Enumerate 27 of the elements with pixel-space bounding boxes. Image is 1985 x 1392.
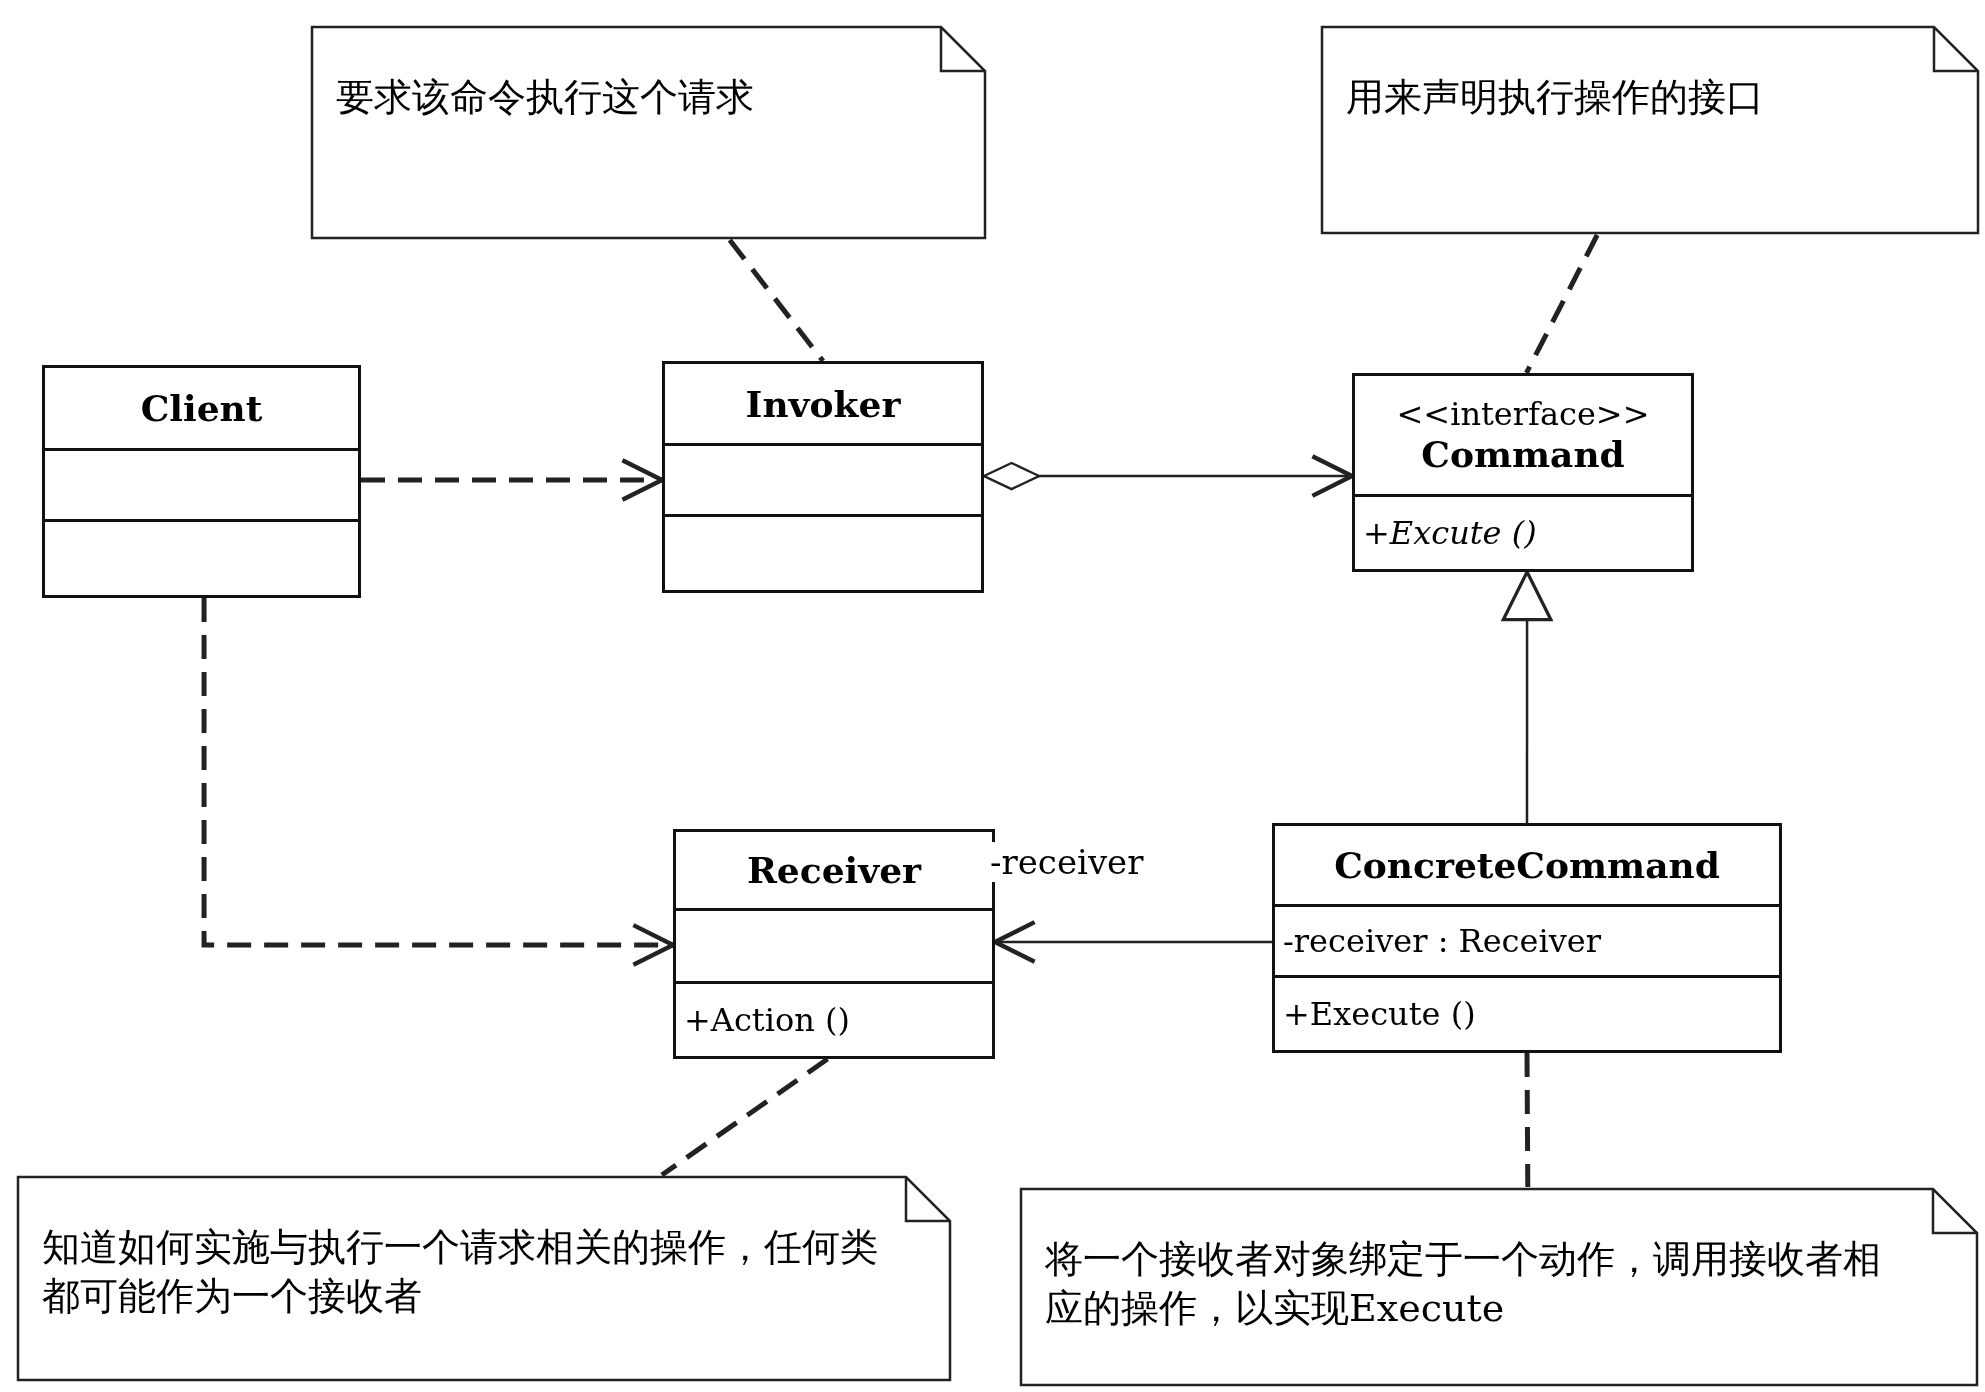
attribute-text: -receiver : Receiver — [1283, 922, 1601, 961]
class-box — [1352, 373, 1694, 572]
class-name: Invoker — [745, 382, 901, 425]
note-text: 知道如何实施与执行一个请求相关的操作，任何类都可能作为一个接收者 — [42, 1224, 879, 1321]
note-box — [1019, 1187, 1979, 1387]
stereotype-label: <<interface>> — [1396, 394, 1650, 433]
arrow — [1501, 570, 1553, 823]
note-text: 用来声明执行操作的接口 — [1346, 74, 1765, 121]
method-text: +Execute () — [1283, 995, 1476, 1034]
note-box — [310, 25, 987, 240]
dashed-connector — [727, 238, 825, 363]
method-text: +Excute () — [1363, 513, 1537, 552]
class-box — [42, 365, 361, 598]
edge-label: -receiver — [990, 842, 1144, 882]
dashed-connector — [1524, 233, 1600, 375]
class-name: Command — [1421, 432, 1625, 475]
method-text: +Action () — [684, 1001, 850, 1040]
class-name: Client — [140, 386, 263, 429]
note-box — [1320, 25, 1980, 235]
dashed-connector — [1524, 1053, 1531, 1187]
class-box — [1272, 823, 1782, 1053]
class-name: ConcreteCommand — [1334, 844, 1720, 887]
note-box — [16, 1175, 952, 1382]
class-box — [662, 361, 984, 593]
note-text: 将一个接收者对象绑定于一个动作，调用接收者相应的操作，以实现Execute — [1045, 1236, 1882, 1333]
note-text: 要求该命令执行这个请求 — [336, 74, 755, 121]
class-name: Receiver — [746, 849, 922, 892]
